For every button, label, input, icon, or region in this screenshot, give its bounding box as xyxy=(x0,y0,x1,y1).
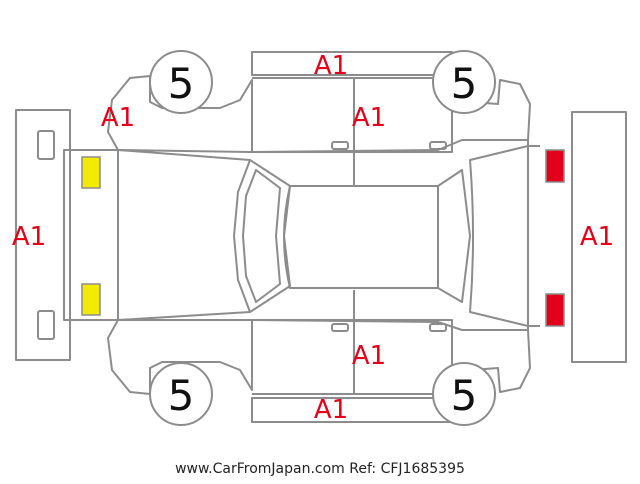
hood-edge-bottom xyxy=(117,311,251,321)
bottom-side-strip xyxy=(251,397,453,423)
tire-rear-right: 5 xyxy=(432,362,496,426)
yellow-light-icon xyxy=(81,283,101,316)
red-light-icon xyxy=(545,149,565,183)
damage-mark-front-bumper: A1 xyxy=(12,222,46,252)
top-doors xyxy=(252,77,453,153)
yellow-light-icon xyxy=(81,156,101,189)
top-front-fender xyxy=(107,75,253,152)
bottom-front-fender xyxy=(107,319,253,395)
top-rear-door-handle xyxy=(429,141,447,150)
damage-mark-bottom-roof-strip: A1 xyxy=(314,395,348,425)
damage-mark-bottom-right-door: A1 xyxy=(352,341,386,371)
front-bumper-slot-top xyxy=(37,130,55,160)
tire-front-right-number: 5 xyxy=(168,371,195,420)
top-side-strip xyxy=(251,51,453,76)
footer-watermark: www.CarFromJapan.com Ref: CFJ1685395 xyxy=(175,461,465,477)
front-bumper-outline xyxy=(15,109,71,361)
tire-front-right: 5 xyxy=(149,362,213,426)
windshield-inner xyxy=(242,169,281,303)
rear-bumper-outline xyxy=(571,111,627,363)
roof-panel xyxy=(283,185,439,289)
bottom-doors xyxy=(252,319,453,395)
tire-rear-left: 5 xyxy=(432,50,496,114)
bottom-front-door-handle xyxy=(331,323,349,332)
top-front-door-handle xyxy=(331,141,349,150)
tire-front-left: 5 xyxy=(149,50,213,114)
damage-mark-top-left-panel: A1 xyxy=(101,103,135,133)
tire-rear-right-number: 5 xyxy=(451,371,478,420)
car-body-top-view xyxy=(63,139,529,331)
tire-rear-left-number: 5 xyxy=(451,59,478,108)
damage-mark-top-right-door: A1 xyxy=(352,103,386,133)
rear-window xyxy=(437,169,471,303)
bottom-rear-door-handle xyxy=(429,323,447,332)
tire-front-left-number: 5 xyxy=(168,59,195,108)
red-light-icon xyxy=(545,293,565,327)
hood-edge-top xyxy=(117,149,251,161)
damage-mark-top-roof-strip: A1 xyxy=(314,51,348,81)
front-bumper-slot-bottom xyxy=(37,310,55,340)
damage-mark-rear-bumper: A1 xyxy=(580,222,614,252)
tailgate xyxy=(469,145,529,327)
